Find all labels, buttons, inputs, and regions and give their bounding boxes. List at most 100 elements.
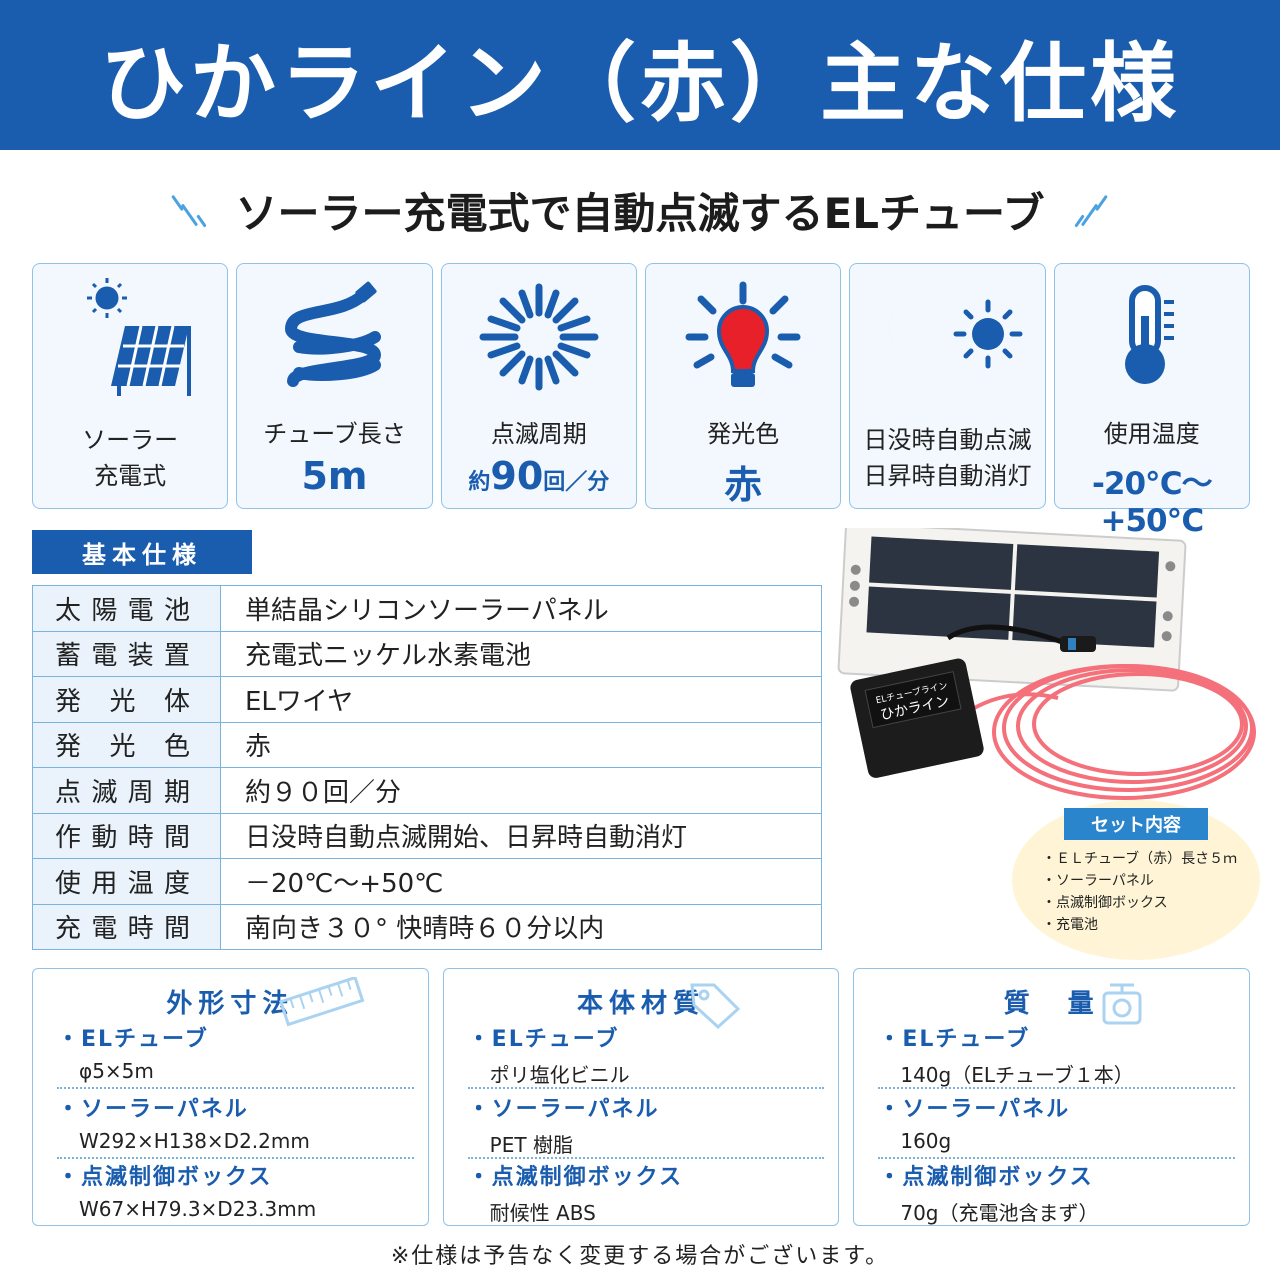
feature-tube-length: チューブ長さ 5m — [236, 263, 433, 509]
feature-blink-label: 点滅周期 — [490, 420, 587, 448]
set-contents-list: ・ＥＬチューブ（赤）長さ５ｍ ・ソーラーパネル ・点滅制御ボックス ・充電池 — [1042, 848, 1237, 936]
feature-tube-value: 5m — [301, 454, 368, 498]
item-heading: ・ソーラーパネル — [467, 1097, 660, 1122]
list-item: ・ソーラーパネル 160g — [878, 1091, 1236, 1159]
feature-solar-label1: ソーラー — [82, 426, 179, 454]
feature-blink-value: 約90回／分 — [442, 454, 636, 498]
page-title: ひかライン（赤）主な仕様 — [100, 33, 1180, 134]
feature-auto-label1: 日没時自動点滅 — [863, 426, 1032, 454]
tube-coil-icon — [237, 278, 431, 396]
item-heading: ・点滅制御ボックス — [467, 1165, 684, 1190]
feature-cards: ソーラー 充電式 チューブ長さ 5m — [32, 263, 1250, 539]
spec-value: ELワイヤ — [220, 676, 822, 723]
table-row: 蓄電装置充電式ニッケル水素電池 — [32, 630, 822, 677]
table-row: 発光色赤 — [32, 721, 822, 768]
feature-blink-number: 90 — [490, 454, 544, 498]
spec-value: 南向き３０° 快晴時６０分以内 — [220, 903, 822, 950]
list-item: ・ソーラーパネル — [1042, 873, 1154, 889]
spec-value: 単結晶シリコンソーラーパネル — [220, 585, 822, 632]
item-heading: ・ソーラーパネル — [878, 1097, 1071, 1122]
blink-burst-icon — [442, 278, 636, 396]
spec-value: 充電式ニッケル水素電池 — [220, 630, 822, 677]
table-row: 充電時間南向き３０° 快晴時６０分以内 — [32, 903, 822, 950]
item-detail: 70g（充電池含まず） — [900, 1201, 1099, 1225]
table-row: 作動時間日没時自動点滅開始、日昇時自動消灯 — [32, 812, 822, 859]
scale-icon — [1100, 977, 1144, 1031]
tag-icon — [684, 977, 744, 1035]
spec-key: 点滅周期 — [32, 767, 221, 814]
spec-key: 使用温度 — [32, 858, 221, 905]
red-bulb-icon — [646, 278, 840, 396]
item-heading: ・点滅制御ボックス — [57, 1165, 273, 1190]
subtitle-bar: ソーラー充電式で自動点滅するELチューブ — [0, 178, 1280, 242]
feature-temperature: 使用温度 -20℃～+50℃ — [1053, 263, 1250, 539]
feature-blink-post: 回／分 — [543, 470, 610, 495]
table-row: 太陽電池単結晶シリコンソーラーパネル — [32, 585, 822, 632]
item-detail: PET 樹脂 — [489, 1133, 573, 1157]
list-item: ・点滅制御ボックス 70g（充電池含まず） — [878, 1159, 1235, 1227]
feature-color-label: 発光色 — [707, 420, 780, 448]
list-item: ・点滅制御ボックス耐候性 ABS — [468, 1159, 825, 1227]
list-item: ・充電池 — [1042, 917, 1098, 933]
feature-blink: 点滅周期 約90回／分 — [440, 263, 637, 509]
feature-temp-value: -20℃～+50℃ — [1092, 466, 1213, 539]
feature-tube-label: チューブ長さ — [263, 420, 406, 448]
spec-key: 充電時間 — [32, 903, 221, 950]
item-heading: ・ELチューブ — [467, 1027, 620, 1052]
item-detail: W292×H138×D2.2mm — [79, 1129, 310, 1153]
spec-key: 太陽電池 — [32, 585, 221, 632]
spec-key: 発光体 — [32, 676, 221, 723]
table-row: 点滅周期約９０回／分 — [32, 767, 822, 814]
table-row: 使用温度－20℃～+50℃ — [32, 858, 822, 905]
ruler-icon — [277, 975, 367, 1031]
item-heading: ・ELチューブ — [878, 1027, 1031, 1052]
header-banner: ひかライン（赤）主な仕様 — [0, 0, 1280, 150]
item-detail: W67×H79.3×D23.3mm — [79, 1197, 317, 1221]
card-material: 本体材質 ・ELチューブポリ塩化ビニル ・ソーラーパネル PET 樹脂 ・点滅制御… — [442, 968, 840, 1227]
spec-key: 作動時間 — [32, 812, 221, 859]
feature-blink-pre: 約 — [468, 470, 491, 495]
list-item: ・ソーラーパネル W292×H138×D2.2mm — [57, 1091, 414, 1159]
feature-color: 発光色 赤 — [644, 263, 842, 509]
list-item: ・点滅制御ボックス — [1042, 895, 1168, 911]
item-detail: ポリ塩化ビニル — [489, 1063, 630, 1087]
list-item: ・ELチューブ φ5×5m — [57, 1021, 414, 1089]
card-material-title: 本体材質 — [577, 989, 706, 1019]
feature-color-value: 赤 — [724, 463, 763, 507]
feature-auto-label2: 日昇時自動消灯 — [863, 462, 1032, 490]
spec-value: 約９０回／分 — [220, 767, 822, 814]
spec-value: －20℃～+50℃ — [220, 858, 822, 905]
item-detail: 耐候性 ABS — [489, 1201, 596, 1225]
feature-solar: ソーラー 充電式 — [32, 263, 229, 509]
item-detail: φ5×5m — [79, 1059, 154, 1083]
feature-solar-label2: 充電式 — [94, 462, 167, 490]
moon-sun-icon — [850, 278, 1044, 396]
left-accent-icon — [168, 188, 212, 232]
item-heading: ・ELチューブ — [57, 1027, 209, 1052]
spec-key: 蓄電装置 — [32, 630, 221, 677]
set-contents-tag: セット内容 — [1064, 808, 1208, 840]
product-photo: ELチューブライン ひかライン — [828, 522, 1268, 808]
item-heading: ・点滅制御ボックス — [878, 1165, 1094, 1190]
set-contents-badge: セット内容 ・ＥＬチューブ（赤）長さ５ｍ ・ソーラーパネル ・点滅制御ボックス … — [1012, 800, 1260, 960]
card-weight-title: 質 量 — [1003, 989, 1100, 1019]
subtitle-text: ソーラー充電式で自動点滅するELチューブ — [235, 188, 1045, 238]
item-detail: 160g — [900, 1129, 952, 1153]
spec-value: 日没時自動点滅開始、日昇時自動消灯 — [220, 812, 822, 859]
feature-temp-label: 使用温度 — [1103, 420, 1200, 448]
spec-key: 発光色 — [32, 721, 221, 768]
list-item: ・ＥＬチューブ（赤）長さ５ｍ — [1042, 851, 1238, 867]
item-detail: 140g（ELチューブ１本） — [900, 1063, 1134, 1087]
spec-value: 赤 — [220, 721, 822, 768]
list-item: ・点滅制御ボックス W67×H79.3×D23.3mm — [57, 1159, 414, 1227]
disclaimer-note: ※仕様は予告なく変更する場合がございます。 — [390, 1244, 890, 1269]
solar-panel-icon — [33, 278, 227, 396]
item-heading: ・ソーラーパネル — [57, 1097, 249, 1122]
feature-auto: 日没時自動点滅 日昇時自動消灯 — [849, 263, 1046, 509]
thermometer-icon — [1055, 278, 1249, 396]
list-item: ・ソーラーパネル PET 樹脂 — [467, 1091, 825, 1159]
